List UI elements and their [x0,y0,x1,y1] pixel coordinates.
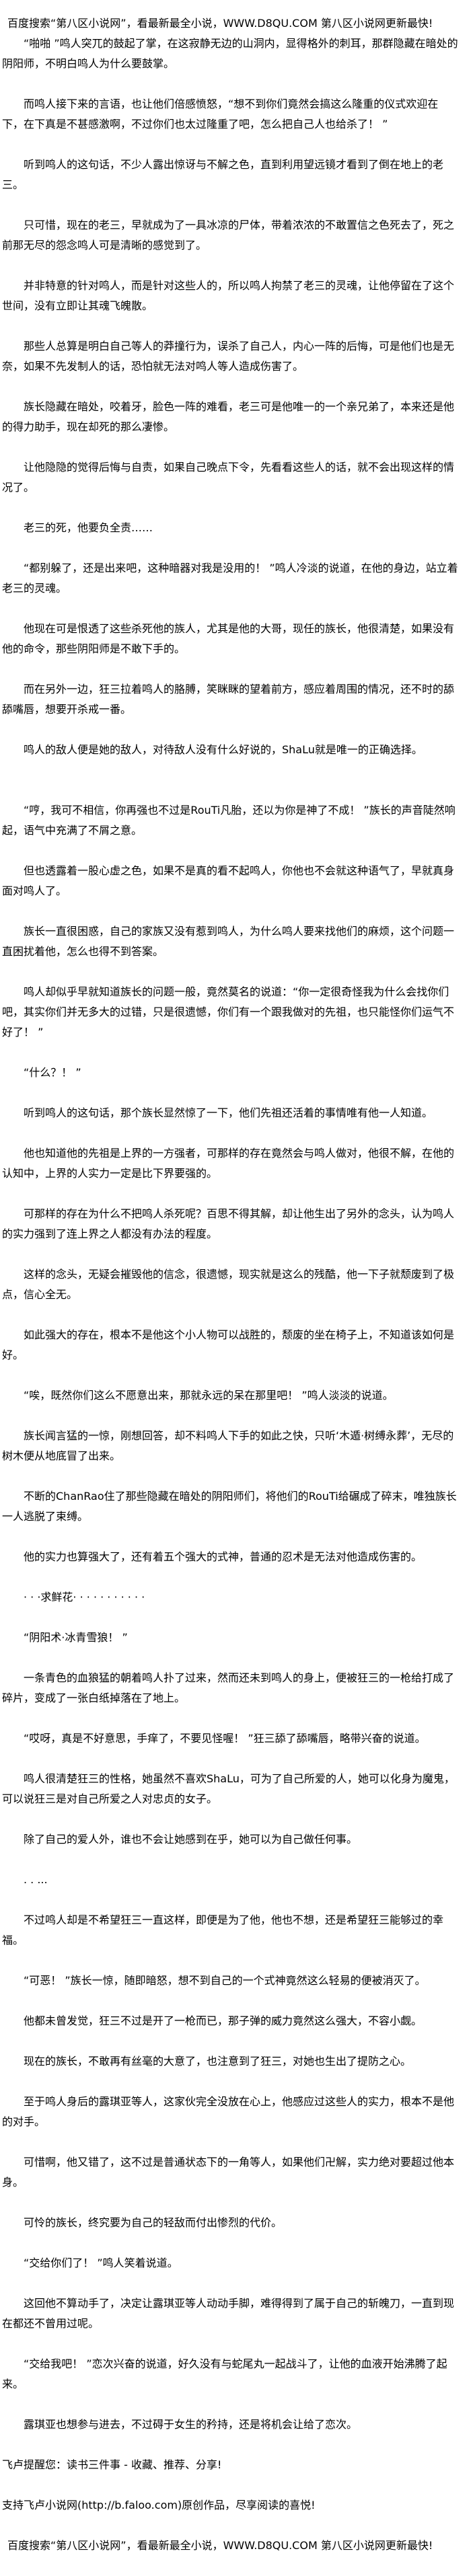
paragraph: 只可惜，现在的老三，早就成为了一具冰凉的尸体，带着浓浓的不敢置信之色死去了，死之… [2,219,455,252]
paragraph: 鸣人却似乎早就知道族长的问题一般，竟然莫名的说道：“你一定很奇怪我为什么会找你们… [2,985,455,1038]
paragraph: 至于鸣人身后的露琪亚等人，这家伙完全没放在心上，他感应过这些人的实力，根本不是他… [2,2095,455,2128]
paragraph: 听到鸣人的这句话，不少人露出惊讶与不解之色，直到利用望远镜才看到了倒在地上的老三… [2,158,444,191]
chapter-body: “啪啪 ”鸣人突兀的鼓起了掌，在这寂静无边的山洞内，显得格外的刺耳，那群隐藏在暗… [2,34,459,2435]
paragraph: 但也透露着一股心虚之色，如果不是真的看不起鸣人，你他也不会就这种语气了，早就真身… [2,864,455,897]
paragraph: 可那样的存在为什么不把鸣人杀死呢？百思不得其解，却让他生出了另外的念头，认为鸣人… [2,1207,455,1240]
paragraph: 现在的族长，不敢再有丝毫的大意了，也注意到了狂三，对她也生出了提防之心。 [24,2055,412,2068]
reminder-text: 飞卢提醒您：读书三件事 - 收藏、推荐、分享! [2,2458,222,2471]
paragraph: 鸣人很清楚狂三的性格，她虽然不喜欢ShaLu，可为了自己所爱的人，她可以化身为魔… [2,1772,455,1805]
site-banner-top: 百度搜索“第八区小说网”，看最新最全小说，WWW.D8QU.COM 第八区小说网… [7,17,433,30]
paragraph: “啪啪 ”鸣人突兀的鼓起了掌，在这寂静无边的山洞内，显得格外的刺耳，那群隐藏在暗… [2,37,458,70]
paragraph: “可恶！ ”族长一惊，随即暗怒，想不到自己的一个式神竟然这么轻易的便被消灭了。 [24,1974,426,1987]
paragraph: 而在另外一边，狂三拉着鸣人的胳膊，笑眯眯的望着前方，感应着周围的情况，还不时的舔… [2,683,455,716]
paragraph: 并非特意的针对鸣人，而是针对这些人的，所以鸣人拘禁了老三的灵魂，让他停留在了这个… [2,279,455,312]
paragraph: 这回他不算动手了，决定让露琪亚等人动动手脚，难得得到了属于自己的斩魄刀，一直到现… [2,2297,455,2330]
paragraph: 鸣人的敌人便是她的敌人，对待敌人没有什么好说的，ShaLu就是唯一的正确选择。 [24,743,423,756]
paragraph: “唉，既然你们这么不愿意出来，那就永远的呆在那里吧！ ”鸣人淡淡的说道。 [24,1389,394,1402]
paragraph: 族长隐藏在暗处，咬着牙，脸色一阵的难看，老三可是他唯一的一个亲兄弟了，本来还是他… [2,400,455,433]
paragraph: 一条青色的血狼猛的朝着鸣人扑了过来，然而还未到鸣人的身上，便被狂三的一枪给打成了… [2,1671,455,1704]
paragraph: 听到鸣人的这句话，那个族长显然惊了一下，他们先祖还活着的事情唯有他一人知道。 [24,1106,433,1119]
paragraph: 族长一直很困惑，自己的家族又没有惹到鸣人，为什么鸣人要来找他们的麻烦，这个问题一… [2,925,455,958]
support-text: 支持飞卢小说网(http://b.faloo.com)原创作品，尽享阅读的喜悦! [2,2499,316,2511]
paragraph: 不过鸣人却是不希望狂三一直这样，即便是为了他，他也不想，还是希望狂三能够过的幸福… [2,1914,444,1946]
paragraph: 除了自己的爱人外，谁也不会让她感到在乎，她可以为自己做任何事。 [24,1833,358,1846]
paragraph: · · ·求鲜花· · · · · · · · · · · [24,1591,145,1603]
paragraph: 露琪亚也想参与进去，不过碍于女生的矜持，还是将机会让给了恋次。 [24,2418,358,2431]
paragraph: 不断的ChanRao住了那些隐藏在暗处的阴阳师们，将他们的RouTi给碾成了碎末… [2,1490,457,1523]
paragraph: “阴阳术·冰青雪狼！ ” [24,1631,128,1644]
paragraph: 族长闻言猛的一惊，刚想回答，却不料鸣人下手的如此之快，只听‘木遁·树缚永葬’，无… [2,1429,454,1462]
paragraph: 他现在可是恨透了这些杀死他的族人，尤其是他的大哥，现任的族长，他很清楚，如果没有… [2,622,455,655]
paragraph: “交给我吧！ ”恋次兴奋的说道，好久没有与蛇尾丸一起战斗了，让他的血液开始沸腾了… [2,2357,447,2390]
paragraph: 老三的死，他要负全责…… [24,521,153,534]
paragraph: “哎呀，真是不好意思，手痒了，不要见怪喔！ ”狂三舔了舔嘴唇，略带兴奋的说道。 [24,1732,426,1745]
paragraph: 可惜啊，他又错了，这不过是普通状态下的一角等人，如果他们卍解，实力绝对要超过他本… [2,2156,455,2189]
paragraph: 这样的念头，无疑会摧毁他的信念，很遗憾，现实就是这么的残酷，他一下子就颓废到了极… [2,1268,455,1301]
site-banner-bottom: 百度搜索“第八区小说网”，看最新最全小说，WWW.D8QU.COM 第八区小说网… [7,2539,433,2552]
paragraph: “什么？！ ” [24,1066,81,1079]
paragraph: 他的实力也算强大了，还有着五个强大的式神，普通的忍术是无法对他造成伤害的。 [24,1550,423,1563]
paragraph: 他也知道他的先祖是上界的一方强者，可那样的存在竟然会与鸣人做对，他很不解，在他的… [2,1147,455,1180]
paragraph: 可怜的族长，终究要为自己的轻敌而付出惨烈的代价。 [24,2216,283,2229]
paragraph: 让他隐隐的觉得后悔与自责，如果自己晚点下令，先看看这些人的话，就不会出现这样的情… [2,461,455,494]
paragraph: 他都未曾发觉，狂三不过是开了一枪而已，那子弹的威力竟然这么强大，不容小觑。 [24,2014,423,2027]
paragraph: “哼，我可不相信，你再强也不过是RouTi凡胎，还以为你是神了不成！ ”族长的声… [2,804,456,837]
paragraph: “都别躲了，还是出来吧，这种暗器对我是没用的！ ”鸣人冷淡的说道，在他的身边，站… [2,562,458,595]
paragraph: “交给你们了！ ”鸣人笑着说道。 [24,2257,178,2269]
paragraph: 那些人总算是明白自己等人的莽撞行为，误杀了自己人，内心一阵的后悔，可是他们也是无… [2,340,455,373]
paragraph: . . ... [24,1873,48,1886]
paragraph: 如此强大的存在，根本不是他这个小人物可以战胜的，颓废的坐在椅子上，不知道该如何是… [2,1328,455,1361]
paragraph: 而鸣人接下来的言语，也让他们倍感愤怒，“想不到你们竟然会搞这么隆重的仪式欢迎在下… [2,98,439,130]
